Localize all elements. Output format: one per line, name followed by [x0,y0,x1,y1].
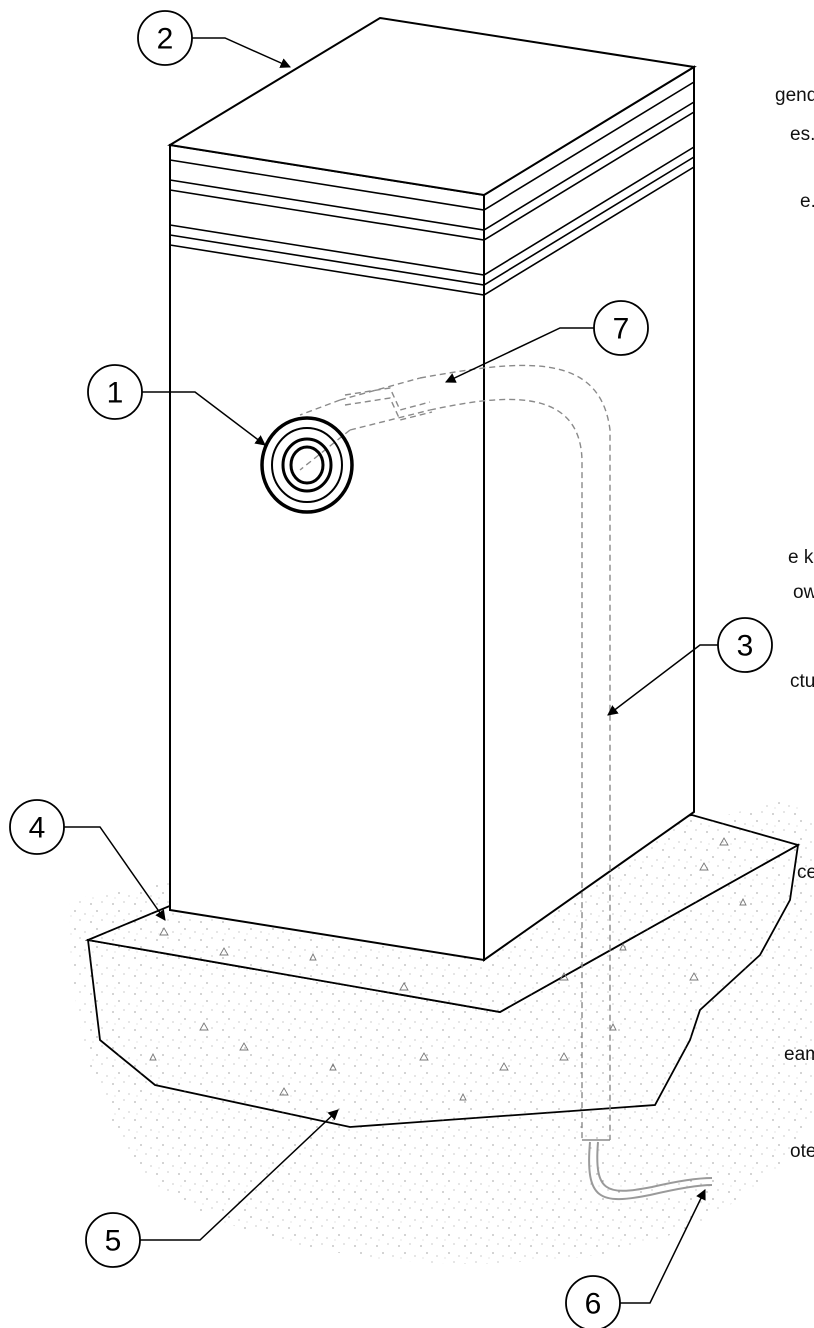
text-fragment: ce [797,863,814,882]
leader-4 [64,826,166,921]
aggregate-marks [149,837,747,1101]
leader-7 [445,327,594,383]
text-fragment: eam [784,1045,814,1064]
callout-2-number: 2 [157,23,174,56]
callout-7 [593,300,649,356]
text-fragment: e. [800,192,814,211]
callout-5-number: 5 [105,1225,122,1258]
leader-5 [140,1109,339,1241]
supply-cable [588,1141,713,1201]
callout-3 [717,617,773,673]
pedestal-side-face [483,65,695,962]
callout-7-number: 7 [613,313,630,346]
leader-1 [142,391,266,446]
callout-5 [85,1212,141,1268]
leader-2 [192,37,291,68]
leader-6 [620,1189,706,1304]
callout-2 [137,10,193,66]
pedestal-top [167,16,697,197]
text-fragment: es. [790,125,814,144]
callout-4-number: 4 [29,812,46,845]
conduit [299,364,611,1140]
callout-6-number: 6 [585,1288,602,1321]
callout-3-number: 3 [737,630,754,663]
text-fragment: e kit. [788,548,814,567]
callout-6 [565,1275,621,1328]
text-fragment: cture [790,672,814,691]
leader-3 [607,644,718,716]
text-fragment: ow [793,583,814,602]
callout-1 [87,364,143,420]
decorative-bands [169,81,695,296]
text-fragment: gend [775,86,814,105]
wall-outlet [260,416,354,514]
text-fragment: otes [790,1142,814,1161]
callout-4 [9,799,65,855]
callout-1-number: 1 [107,377,124,410]
